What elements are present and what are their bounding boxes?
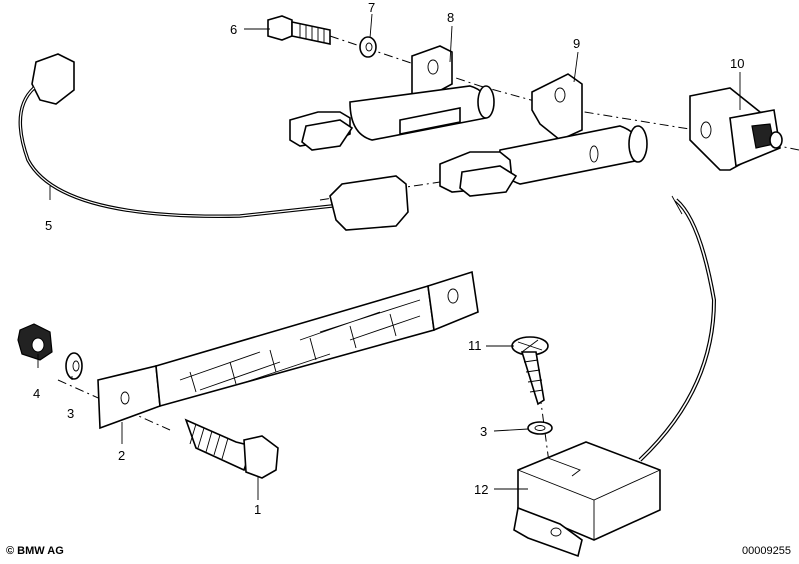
callout-2: 2 bbox=[118, 448, 125, 463]
callout-4: 4 bbox=[33, 386, 40, 401]
bolt-top bbox=[267, 15, 331, 45]
callout-3-right: 3 bbox=[480, 424, 487, 439]
ground-strap-2 bbox=[97, 270, 479, 430]
callout-6: 6 bbox=[230, 22, 237, 37]
washer-right-3 bbox=[527, 421, 553, 435]
callout-1: 1 bbox=[254, 502, 261, 517]
callout-8: 8 bbox=[447, 10, 454, 25]
callout-lines bbox=[37, 13, 741, 500]
screw-axis-line bbox=[539, 394, 561, 546]
connector-bracket-9 bbox=[439, 73, 648, 197]
callout-12: 12 bbox=[474, 482, 488, 497]
callout-11: 11 bbox=[468, 338, 482, 353]
nut-4 bbox=[17, 323, 53, 361]
suppressor-box-12 bbox=[513, 441, 661, 558]
callout-7: 7 bbox=[368, 0, 375, 15]
callout-10: 10 bbox=[730, 56, 744, 71]
callout-5: 5 bbox=[45, 218, 52, 233]
callout-labels: 6 7 8 9 10 5 4 3 2 1 11 3 12 bbox=[33, 0, 744, 517]
bolt-bottom-1 bbox=[184, 418, 279, 479]
end-bracket-10 bbox=[689, 87, 783, 171]
copyright-text: © BMW AG bbox=[6, 545, 64, 557]
cable-5 bbox=[18, 53, 409, 231]
washer-top bbox=[359, 36, 377, 58]
document-number: 00009255 bbox=[742, 545, 791, 557]
screw-11 bbox=[511, 336, 549, 406]
washer-left-3 bbox=[65, 352, 83, 380]
callout-3-left: 3 bbox=[67, 406, 74, 421]
connector-bracket-8 bbox=[289, 45, 495, 151]
callout-9: 9 bbox=[573, 36, 580, 51]
